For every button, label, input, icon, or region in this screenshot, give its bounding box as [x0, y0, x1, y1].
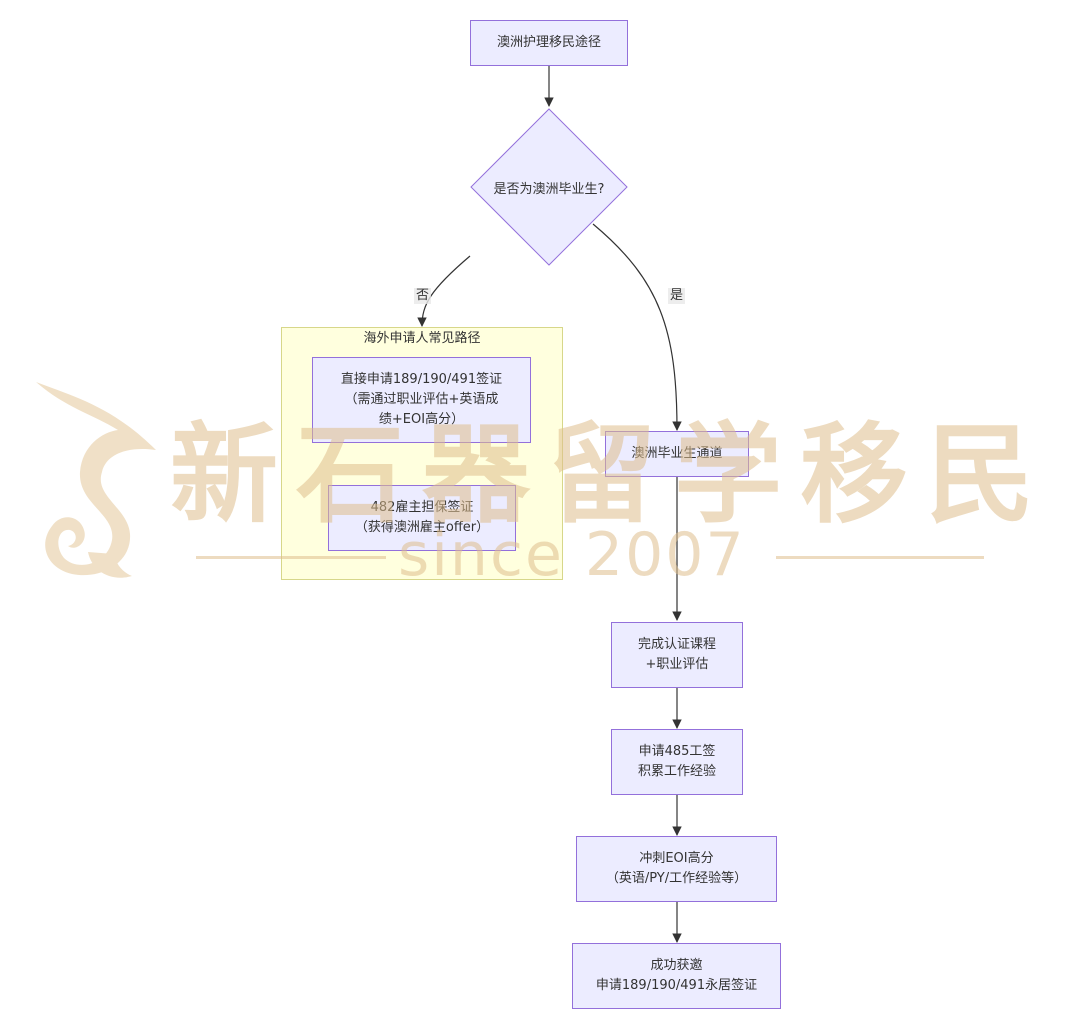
- overseas-cluster-title: 海外申请人常见路径: [363, 331, 481, 346]
- decision-diamond: [470, 108, 628, 266]
- eoi-node: 冲刺EOI高分 （英语/PY/工作经验等）: [576, 836, 777, 902]
- edge-label-yes: 是: [668, 288, 686, 304]
- watermark-line-right: [776, 556, 984, 559]
- work-visa-node: 申请485工签 积累工作经验: [611, 729, 743, 795]
- sponsor-visa-node: 482雇主担保签证 （获得澳洲雇主offer）: [328, 485, 516, 551]
- direct-visa-node: 直接申请189/190/491签证 （需通过职业评估+英语成 绩+EOI高分）: [312, 357, 531, 443]
- title-node: 澳洲护理移民途径: [470, 20, 628, 66]
- invite-node: 成功获邀 申请189/190/491永居签证: [572, 943, 781, 1009]
- decision-label: 是否为澳洲毕业生?: [493, 181, 605, 197]
- decision-node: 是否为澳洲毕业生?: [470, 108, 628, 266]
- watermark-line-left: [196, 556, 386, 559]
- edge-decision-yes: [592, 223, 682, 431]
- graduate-channel-node: 澳洲毕业生通道: [605, 431, 749, 477]
- edge-label-no: 否: [414, 288, 432, 304]
- course-node: 完成认证课程 +职业评估: [611, 622, 743, 688]
